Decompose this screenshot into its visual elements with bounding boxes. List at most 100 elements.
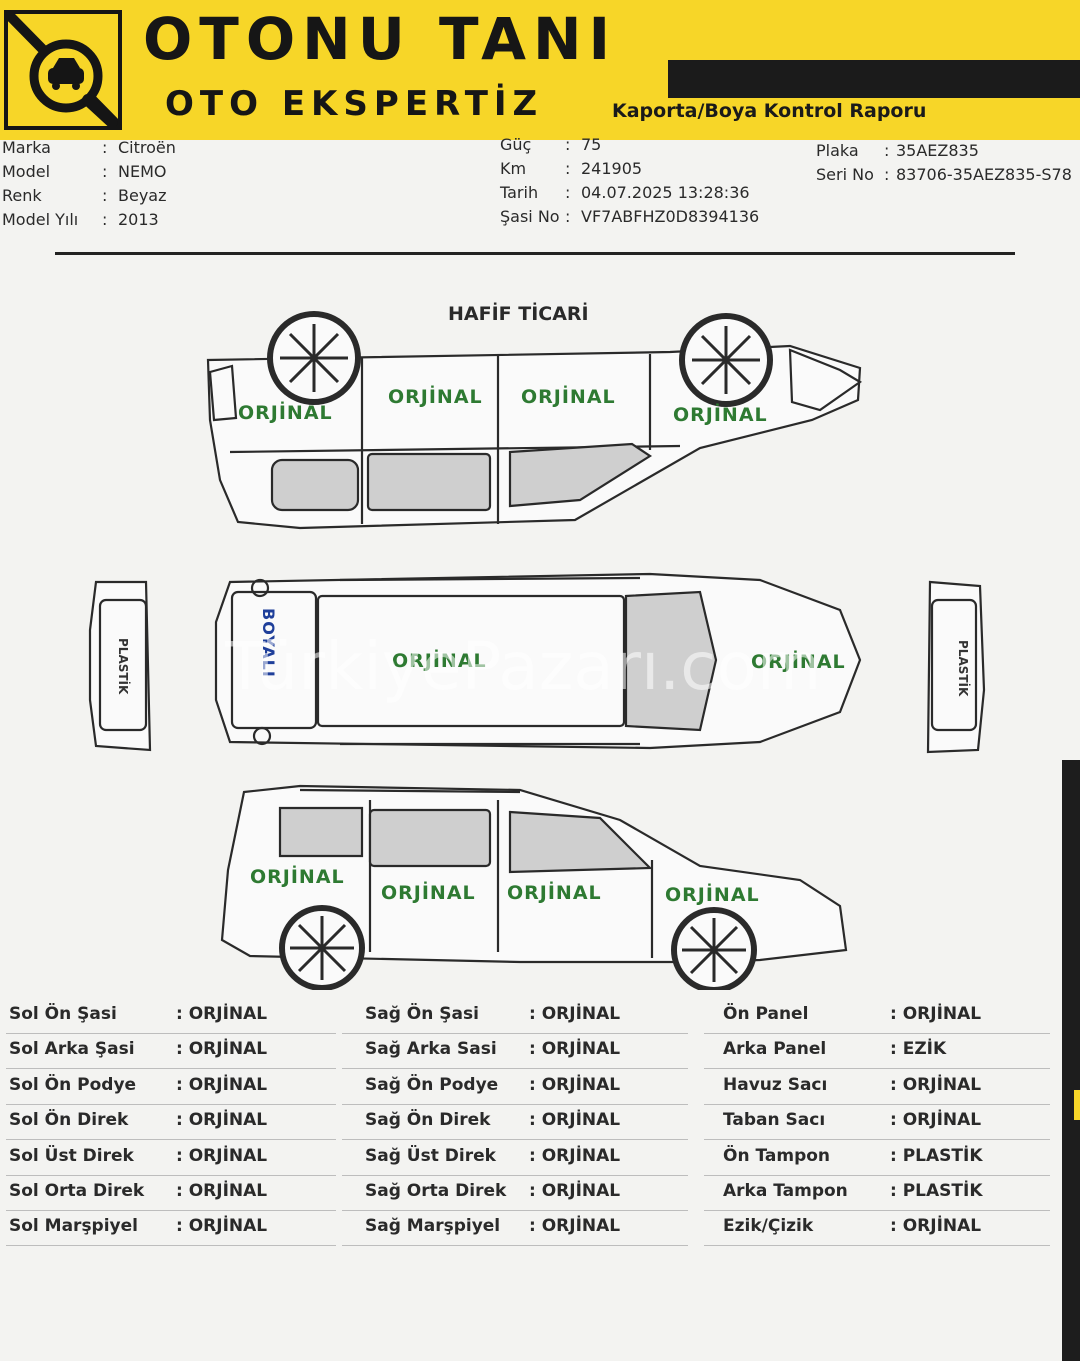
info-row: Renk:Beyaz bbox=[2, 184, 176, 208]
table-row: Sağ Ön Podye : ORJİNAL bbox=[342, 1069, 688, 1105]
info-value: Citroën bbox=[118, 138, 176, 157]
info-label: Model bbox=[2, 162, 51, 181]
part-status: : ORJİNAL bbox=[176, 1181, 268, 1201]
header-black-bar bbox=[668, 60, 1080, 98]
table-row: Sol Ön Şasi: ORJİNAL bbox=[6, 998, 336, 1034]
part-label: Sağ Üst Direk bbox=[365, 1145, 496, 1166]
table-row: Sol Orta Direk: ORJİNAL bbox=[6, 1175, 336, 1211]
background-edge bbox=[1062, 760, 1080, 1361]
car-magnifier-icon bbox=[4, 10, 122, 130]
vehicle-info-col1: Marka:Citroën Model:NEMO Renk:Beyaz Mode… bbox=[2, 136, 176, 232]
info-row: Model:NEMO bbox=[2, 160, 176, 184]
part-label: Sol Arka Şasi bbox=[9, 1039, 135, 1060]
table-row: Ezik/Çizik : ORJİNAL bbox=[704, 1210, 1050, 1247]
table-row: Sol Ön Direk : ORJİNAL bbox=[6, 1104, 336, 1141]
bottom-rear-fender-status: ORJİNAL bbox=[250, 866, 345, 888]
part-status: : ORJİNAL bbox=[176, 1004, 268, 1024]
table-row: Sol Üst Direk: ORJİNAL bbox=[6, 1140, 336, 1176]
front-bumper-status: PLASTİK bbox=[956, 640, 970, 697]
part-status: : EZİK bbox=[890, 1039, 947, 1060]
part-status: : ORJİNAL bbox=[529, 1181, 621, 1201]
hood-status: ORJİNAL bbox=[751, 651, 846, 673]
info-value: VF7ABFHZ0D8394136 bbox=[581, 207, 760, 226]
part-status: : ORJİNAL bbox=[529, 1216, 621, 1237]
top-rear-door-status: ORJİNAL bbox=[521, 386, 616, 408]
watermark: TürkiyePazarı.com bbox=[225, 628, 822, 705]
table-row: Sağ Ön Şasi: ORJİNAL bbox=[342, 998, 688, 1034]
top-rear-fender-status: ORJİNAL bbox=[673, 404, 768, 426]
info-row: Güç:75 bbox=[500, 133, 759, 157]
part-status: : ORJİNAL bbox=[529, 1074, 621, 1095]
bottom-front-door-status: ORJİNAL bbox=[507, 882, 602, 904]
part-status: : ORJİNAL bbox=[529, 1145, 621, 1166]
part-status: : ORJİNAL bbox=[890, 1074, 982, 1095]
table-row: Arka Tampon: PLASTİK bbox=[704, 1175, 1050, 1211]
part-label: Ezik/Çizik bbox=[723, 1216, 814, 1237]
table-row: Ön Tampon : PLASTİK bbox=[704, 1140, 1050, 1176]
info-label: Şasi No bbox=[500, 207, 560, 226]
table-row: Sağ Ön Direk: ORJİNAL bbox=[342, 1104, 688, 1141]
part-label: Ön Panel bbox=[723, 1004, 809, 1024]
table-row: Havuz Sacı : ORJİNAL bbox=[704, 1069, 1050, 1105]
table-row: Sağ Orta Direk : ORJİNAL bbox=[342, 1175, 688, 1211]
table-row: Sol Marşpiyel : ORJİNAL bbox=[6, 1210, 336, 1247]
info-value: 35AEZ835 bbox=[896, 141, 979, 160]
part-label: Havuz Sacı bbox=[723, 1074, 828, 1095]
part-label: Sol Üst Direk bbox=[9, 1145, 134, 1166]
table-row: Arka Panel: EZİK bbox=[704, 1033, 1050, 1070]
part-status: : ORJİNAL bbox=[176, 1110, 268, 1131]
vehicle-info-col2: Güç:75 Km:241905 Tarih:04.07.2025 13:28:… bbox=[500, 133, 759, 229]
report-header: OTONU TANI OTO EKSPERTİZ Kaporta/Boya Ko… bbox=[0, 0, 1080, 140]
part-status: : ORJİNAL bbox=[176, 1216, 268, 1237]
part-label: Sağ Ön Podye bbox=[365, 1074, 499, 1095]
info-label: Seri No bbox=[816, 165, 874, 184]
part-label: Sol Ön Podye bbox=[9, 1074, 137, 1095]
part-status: : ORJİNAL bbox=[176, 1039, 268, 1060]
info-value: Beyaz bbox=[118, 186, 167, 205]
info-label: Plaka bbox=[816, 141, 859, 160]
table-row: Taban Sacı : ORJİNAL bbox=[704, 1104, 1050, 1141]
part-status: : ORJİNAL bbox=[890, 1216, 982, 1237]
part-label: Taban Sacı bbox=[723, 1110, 826, 1131]
table-row: Sağ Arka Sasi: ORJİNAL bbox=[342, 1033, 688, 1070]
bottom-front-fender-status: ORJİNAL bbox=[665, 884, 760, 906]
table-row: Ön Panel: ORJİNAL bbox=[704, 998, 1050, 1034]
info-value: NEMO bbox=[118, 162, 167, 181]
part-label: Sağ Marşpiyel bbox=[365, 1216, 501, 1237]
top-front-door-status: ORJİNAL bbox=[388, 386, 483, 408]
info-label: Tarih bbox=[500, 183, 539, 202]
header-divider bbox=[55, 252, 1015, 255]
info-row: Şasi No:VF7ABFHZ0D8394136 bbox=[500, 205, 759, 229]
info-value: 04.07.2025 13:28:36 bbox=[581, 183, 750, 202]
part-label: Sol Ön Direk bbox=[9, 1110, 129, 1131]
table-row: Sol Ön Podye: ORJİNAL bbox=[6, 1069, 336, 1105]
part-status: : ORJİNAL bbox=[890, 1110, 982, 1131]
part-status: : PLASTİK bbox=[890, 1181, 983, 1201]
info-row: Seri No:83706-35AEZ835-S78 bbox=[816, 163, 1072, 187]
info-label: Marka bbox=[2, 138, 51, 157]
info-value: 83706-35AEZ835-S78 bbox=[896, 165, 1072, 184]
info-row: Plaka:35AEZ835 bbox=[816, 139, 1072, 163]
car-diagram bbox=[88, 311, 986, 990]
report-subtitle: Kaporta/Boya Kontrol Raporu bbox=[612, 100, 927, 122]
background-edge-accent bbox=[1074, 1090, 1080, 1120]
table-row: Sağ Marşpiyel : ORJİNAL bbox=[342, 1210, 688, 1247]
info-value: 75 bbox=[581, 135, 602, 154]
part-status: : ORJİNAL bbox=[529, 1039, 621, 1060]
info-label: Km bbox=[500, 159, 527, 178]
table-row: Sol Arka Şasi : ORJİNAL bbox=[6, 1033, 336, 1070]
part-label: Sol Marşpiyel bbox=[9, 1216, 138, 1237]
info-row: Km:241905 bbox=[500, 157, 759, 181]
part-label: Sağ Ön Şasi bbox=[365, 1004, 479, 1024]
info-row: Marka:Citroën bbox=[2, 136, 176, 160]
roof-status: ORJİNAL bbox=[392, 650, 487, 672]
part-status: : PLASTİK bbox=[890, 1145, 983, 1166]
part-label: Sağ Orta Direk bbox=[365, 1181, 507, 1201]
part-label: Ön Tampon bbox=[723, 1145, 831, 1166]
top-front-fender-status: ORJİNAL bbox=[238, 402, 333, 424]
info-row: Tarih:04.07.2025 13:28:36 bbox=[500, 181, 759, 205]
rear-bumper-status: PLASTİK bbox=[116, 638, 130, 695]
brand-subtitle: OTO EKSPERTİZ bbox=[165, 84, 544, 124]
part-status: : ORJİNAL bbox=[529, 1110, 621, 1131]
info-label: Güç bbox=[500, 135, 532, 154]
